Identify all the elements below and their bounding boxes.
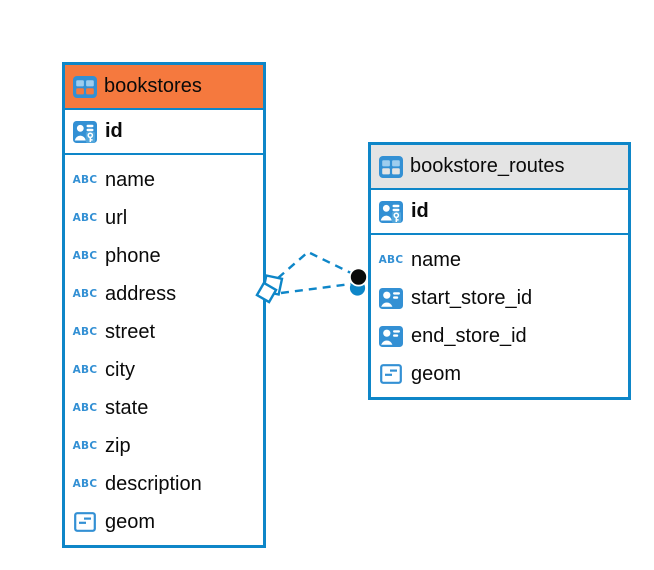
table-bookstore-routes[interactable]: bookstore_routes id ABC name start_store_i… — [368, 142, 631, 400]
primary-key-section: id — [65, 110, 263, 155]
primary-key-icon — [73, 120, 97, 143]
text-column-icon: ABC — [72, 250, 98, 262]
text-column-icon: ABC — [72, 326, 98, 338]
column-row-start_store_id[interactable]: start_store_id — [371, 279, 628, 317]
column-name: end_store_id — [411, 324, 527, 347]
column-row-name[interactable]: ABC name — [371, 241, 628, 279]
column-row-description[interactable]: ABC description — [65, 465, 263, 503]
many-side-dot-marker[interactable] — [348, 267, 368, 287]
text-column-icon: ABC — [72, 478, 98, 490]
relationship-line-end-store-id[interactable] — [280, 282, 352, 295]
text-column-icon: ABC — [378, 254, 404, 266]
text-column-icon: ABC — [72, 402, 98, 414]
column-name: zip — [105, 434, 131, 457]
column-name: geom — [105, 510, 156, 533]
text-column-icon: ABC — [72, 440, 98, 452]
column-name: geom — [411, 362, 462, 385]
table-header-bookstore-routes[interactable]: bookstore_routes — [371, 145, 628, 190]
text-column-icon: ABC — [72, 364, 98, 376]
column-name: address — [105, 282, 177, 305]
column-row-name[interactable]: ABC name — [65, 161, 263, 199]
relationship-line-start-store-id[interactable] — [277, 250, 356, 279]
column-name: description — [105, 472, 202, 495]
column-row-geom[interactable]: geom — [65, 503, 263, 541]
text-column-icon: ABC — [72, 212, 98, 224]
column-name: name — [411, 248, 462, 271]
table-icon — [379, 155, 403, 178]
column-row-state[interactable]: ABC state — [65, 389, 263, 427]
column-row-id[interactable]: id — [371, 192, 628, 231]
column-name: phone — [105, 244, 161, 267]
column-row-phone[interactable]: ABC phone — [65, 237, 263, 275]
column-row-url[interactable]: ABC url — [65, 199, 263, 237]
table-title: bookstores — [104, 75, 202, 97]
column-row-geom[interactable]: geom — [371, 355, 628, 393]
column-name: name — [105, 168, 156, 191]
geometry-column-icon — [379, 363, 403, 385]
column-name: id — [105, 120, 123, 142]
column-name: city — [105, 358, 135, 381]
column-row-end_store_id[interactable]: end_store_id — [371, 317, 628, 355]
text-column-icon: ABC — [72, 288, 98, 300]
column-name: url — [105, 206, 128, 229]
column-name: state — [105, 396, 149, 419]
primary-key-section: id — [371, 190, 628, 235]
table-header-bookstores[interactable]: bookstores — [65, 65, 263, 110]
column-name: start_store_id — [411, 286, 533, 309]
column-row-address[interactable]: ABC address — [65, 275, 263, 313]
column-name: street — [105, 320, 156, 343]
column-row-street[interactable]: ABC street — [65, 313, 263, 351]
primary-key-icon — [379, 200, 403, 223]
many-side-dot-marker[interactable] — [349, 280, 366, 296]
column-row-city[interactable]: ABC city — [65, 351, 263, 389]
column-row-id[interactable]: id — [65, 112, 263, 151]
column-row-zip[interactable]: ABC zip — [65, 427, 263, 465]
table-icon — [73, 75, 97, 98]
foreign-key-icon — [379, 287, 403, 309]
geometry-column-icon — [73, 511, 97, 533]
foreign-key-icon — [379, 325, 403, 347]
text-column-icon: ABC — [72, 174, 98, 186]
column-name: id — [411, 200, 429, 222]
table-title: bookstore_routes — [410, 155, 565, 177]
